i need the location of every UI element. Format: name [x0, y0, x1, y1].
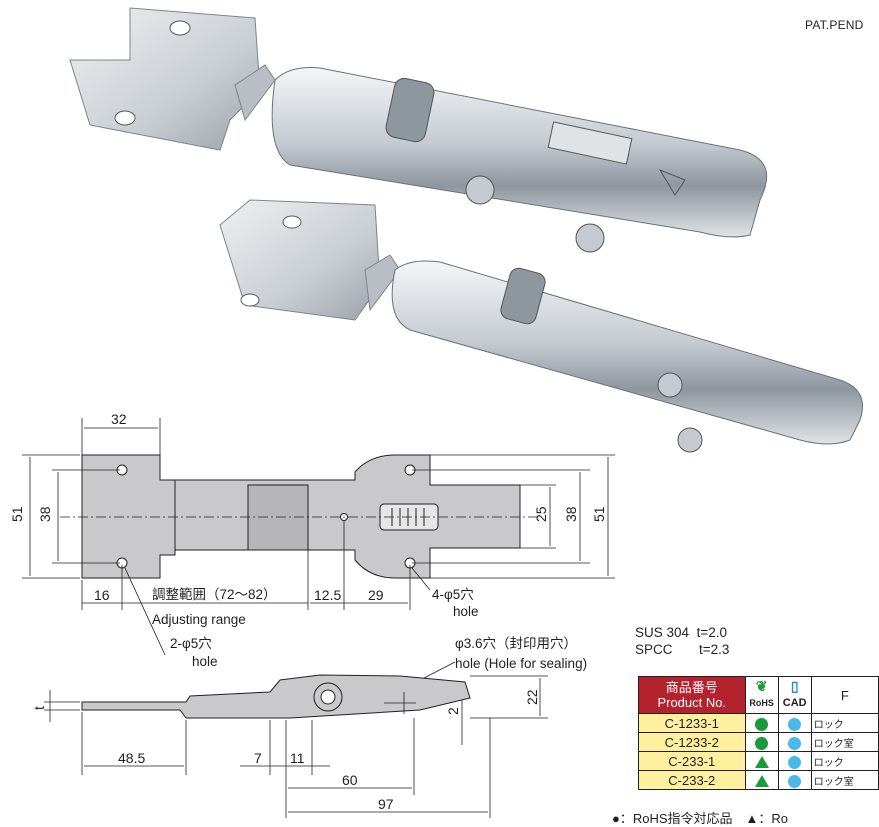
product-table: 商品番号 Product No. ❦ RoHS ▯ CAD F C-1233-1 ロ…	[638, 676, 879, 790]
dim-22: 22	[524, 689, 540, 705]
product-no-cell: C-233-1	[638, 751, 746, 771]
holes-2-en: hole	[192, 654, 218, 669]
header-pn-en: Product No.	[657, 695, 727, 710]
dim-29: 29	[368, 587, 384, 603]
note-cell: ロック室	[810, 732, 879, 752]
header-rohs-label: RoHS	[749, 698, 774, 708]
plan-keeper-plate	[81, 454, 176, 579]
header-pn-jp: 商品番号	[665, 680, 718, 695]
product-no-cell: C-233-2	[638, 770, 746, 790]
adjust-range-jp: 調整範囲（72〜82）	[152, 587, 277, 602]
header-last: F	[810, 676, 879, 714]
product-photo	[69, 7, 863, 453]
table-row: C-1233-1 ロック	[638, 713, 879, 733]
keeper-plate-upper	[69, 7, 276, 151]
product-no-cell: C-1233-2	[638, 732, 746, 752]
holes-2-jp: 2-φ5穴	[170, 636, 212, 651]
cad-circle-icon	[788, 736, 802, 750]
rohs-cell	[744, 713, 779, 733]
cad-circle-icon	[788, 774, 802, 788]
header-cad-label: CAD	[782, 697, 807, 709]
dim-7: 7	[254, 750, 262, 766]
material-thickness: t=2.0	[696, 625, 727, 640]
rohs-legend: ●：RoHS指令対応品 ▲：Ro	[612, 811, 789, 826]
cad-cell	[777, 751, 812, 771]
rohs-cell	[744, 732, 779, 752]
dim-t: t	[31, 706, 47, 710]
latch-body-upper	[271, 67, 768, 253]
holes-4-jp: 4-φ5穴	[432, 587, 474, 602]
dim-51-left: 51	[9, 506, 25, 522]
note-cell: ロック室	[810, 770, 879, 790]
patent-pending-label: PAT.PEND	[805, 18, 864, 32]
note-cell: ロック	[810, 751, 879, 771]
material-thickness: t=2.3	[699, 642, 730, 657]
rohs-cell	[744, 751, 779, 771]
seal-hole-jp: φ3.6穴（封印用穴）	[455, 636, 577, 651]
seal-hole-en: hole (Hole for sealing)	[455, 656, 587, 671]
rohs-triangle-icon	[754, 775, 769, 788]
cad-cell	[777, 770, 812, 790]
adjust-range-en: Adjusting range	[152, 612, 246, 627]
rohs-triangle-icon	[754, 756, 769, 769]
side-view-body	[81, 674, 471, 719]
rohs-circle-icon	[755, 717, 769, 731]
table-row: C-1233-2 ロック室	[638, 732, 879, 752]
dim-60: 60	[342, 772, 358, 788]
dim-32: 32	[111, 411, 127, 427]
header-rohs: ❦ RoHS	[744, 676, 779, 714]
dimension-drawing: 32 51 38 25 38 51 16 調整範囲（72〜82） 12.5 29…	[9, 411, 615, 818]
note-cell: ロック	[810, 713, 879, 733]
header-product-no: 商品番号 Product No.	[638, 676, 746, 714]
leaf-icon: ❦	[755, 678, 768, 694]
dim-51-right: 51	[591, 506, 607, 522]
material-name: SUS 304	[635, 625, 690, 640]
table-row: C-233-1 ロック	[638, 751, 879, 771]
dim-11: 11	[290, 750, 305, 766]
holes-4-en: hole	[453, 604, 479, 619]
product-table-wrap: 商品番号 Product No. ❦ RoHS ▯ CAD F C-1233-1 ロ…	[638, 676, 879, 790]
dim-38-right: 38	[563, 506, 579, 522]
dim-38-left: 38	[37, 506, 53, 522]
cad-cell	[777, 732, 812, 752]
dim-16: 16	[94, 587, 110, 603]
latch-body-lower	[391, 260, 863, 453]
cad-circle-icon	[788, 717, 802, 731]
dim-25: 25	[533, 506, 549, 522]
dim-2: 2	[445, 707, 461, 715]
file-icon: ▯	[790, 678, 799, 694]
material-spec: SUS 304 t=2.0 SPCC t=2.3	[635, 624, 729, 658]
rohs-circle-icon	[755, 736, 769, 750]
cad-cell	[777, 713, 812, 733]
cad-circle-icon	[788, 755, 802, 769]
keeper-plate-lower	[219, 199, 401, 321]
dim-48-5: 48.5	[118, 750, 145, 766]
dim-12-5: 12.5	[314, 587, 341, 603]
dim-97: 97	[378, 796, 394, 812]
rohs-cell	[744, 770, 779, 790]
table-row: C-233-2 ロック室	[638, 770, 879, 790]
header-cad: ▯ CAD	[777, 676, 812, 714]
product-no-cell: C-1233-1	[638, 713, 746, 733]
material-name: SPCC	[635, 642, 673, 657]
